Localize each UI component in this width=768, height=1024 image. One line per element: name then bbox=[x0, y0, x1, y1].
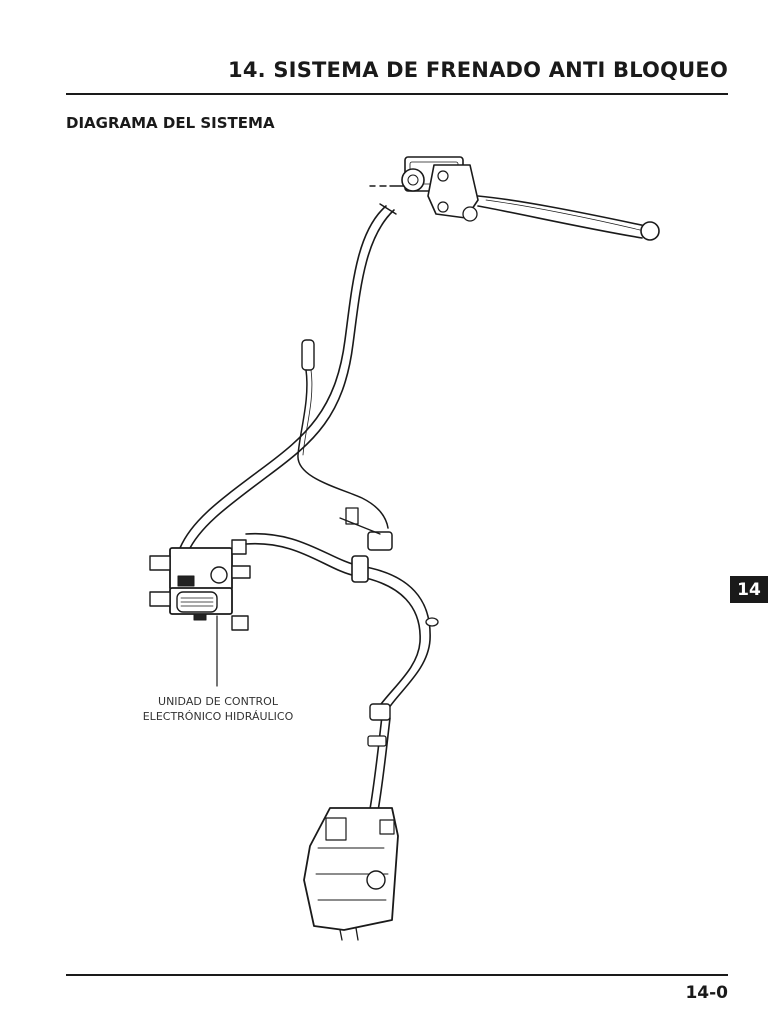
section-title: DIAGRAMA DEL SISTEMA bbox=[66, 114, 275, 132]
callout-line-2: ELECTRÓNICO HIDRÁULICO bbox=[142, 710, 294, 723]
header-rule bbox=[66, 93, 728, 95]
brake-caliper-illustration bbox=[303, 807, 399, 941]
abs-modulator-illustration bbox=[149, 539, 251, 631]
chapter-title: 14. SISTEMA DE FRENADO ANTI BLOQUEO bbox=[228, 58, 728, 82]
page-number: 14-0 bbox=[685, 983, 728, 1003]
speed-sensor-wire bbox=[297, 339, 389, 529]
master-cylinder-illustration bbox=[369, 156, 660, 241]
callout-line-1: UNIDAD DE CONTROL bbox=[158, 695, 278, 708]
chapter-tab: 14 bbox=[730, 576, 768, 603]
upper-brake-hose bbox=[179, 203, 397, 553]
lower-brake-hose bbox=[245, 507, 439, 823]
abs-unit-callout-label: UNIDAD DE CONTROL ELECTRÓNICO HIDRÁULICO bbox=[118, 694, 318, 724]
footer-rule bbox=[66, 974, 728, 976]
